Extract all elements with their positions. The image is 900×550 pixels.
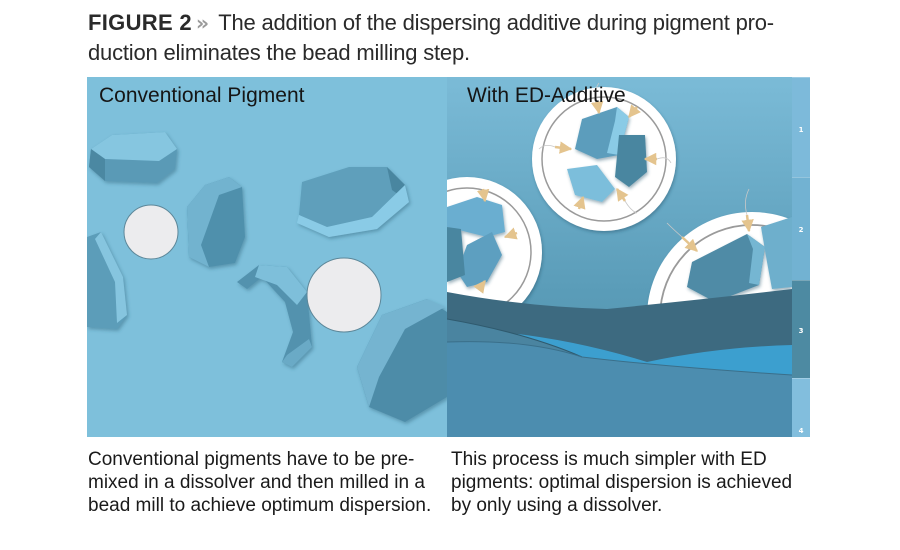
stage-segment-3: 3 bbox=[792, 280, 810, 378]
ed-additive-description: This process is much simpler with ED pig… bbox=[451, 449, 793, 516]
stage-segment-2: 2 bbox=[792, 177, 810, 280]
stage-label: 3 bbox=[798, 327, 804, 335]
figure-label: FIGURE 2 bbox=[88, 10, 192, 35]
ed-additive-panel: With ED-Additive bbox=[447, 77, 792, 437]
dispersion-capsule bbox=[532, 82, 676, 231]
pigment-hexagon bbox=[187, 177, 245, 267]
figure-caption: FIGURE 2» The addition of the dispersing… bbox=[88, 8, 818, 68]
stage-label: 4 bbox=[798, 427, 804, 435]
ed-additive-illustration bbox=[447, 77, 792, 437]
stage-segment-1: 1 bbox=[792, 77, 810, 177]
figure-separator: » bbox=[195, 11, 209, 35]
conventional-pigment-description: Conventional pigments have to be pre-mix… bbox=[88, 449, 432, 516]
stage-strip: 1 2 3 4 bbox=[792, 77, 810, 437]
pigment-hexagon bbox=[357, 299, 447, 422]
milling-bead bbox=[306, 257, 382, 333]
stage-segment-4: 4 bbox=[792, 378, 810, 437]
figure-caption-text: The addition of the dispersing additive … bbox=[88, 10, 775, 65]
pigment-hexagon bbox=[89, 132, 177, 183]
ed-additive-title: With ED-Additive bbox=[467, 84, 626, 107]
pigment-hexagon bbox=[87, 232, 127, 329]
dispersion-capsule bbox=[447, 177, 542, 327]
conventional-pigment-illustration bbox=[87, 77, 447, 437]
stage-label: 2 bbox=[798, 226, 804, 234]
liquid-layers bbox=[447, 289, 792, 437]
pigment-hexagon bbox=[237, 265, 312, 367]
stage-label: 1 bbox=[798, 126, 804, 134]
milling-bead bbox=[123, 204, 179, 260]
conventional-pigment-title: Conventional Pigment bbox=[99, 84, 305, 107]
conventional-pigment-panel: Conventional Pigment bbox=[87, 77, 447, 437]
pigment-hexagon bbox=[297, 167, 409, 237]
